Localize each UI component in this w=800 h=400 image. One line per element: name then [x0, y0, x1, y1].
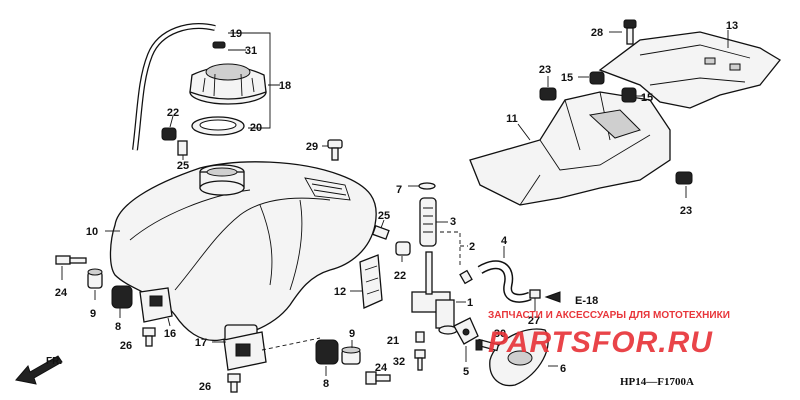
- callout-c17: 17: [195, 337, 207, 349]
- callout-c24b: 24: [375, 362, 388, 374]
- screw-30: [475, 338, 500, 352]
- bolt-26-lower: [227, 373, 241, 393]
- fuel-cap: [189, 63, 267, 105]
- hose-clip-upper: [459, 269, 473, 285]
- front-label: FR.: [46, 356, 62, 367]
- cushion-8-lower: [315, 339, 339, 365]
- callout-c3: 3: [450, 216, 456, 228]
- callout-c9b: 9: [349, 328, 355, 340]
- diagram-code: HP14—F1700A: [620, 376, 694, 388]
- callout-c21: 21: [387, 335, 399, 347]
- front-direction-arrow: [15, 355, 63, 385]
- callout-c22a: 22: [167, 107, 179, 119]
- hose-clip: [212, 41, 226, 49]
- fuel-tank: [109, 161, 377, 344]
- callout-c1: 1: [467, 297, 473, 309]
- bolt-28: [623, 19, 637, 45]
- callout-c12: 12: [334, 286, 346, 298]
- callout-c9a: 9: [90, 308, 96, 320]
- collar-9-left: [87, 268, 103, 289]
- fuel-strainer: [419, 197, 437, 247]
- reference-label: E-18: [575, 295, 598, 307]
- grommet-15-upper: [589, 71, 605, 85]
- cushion-22-top: [161, 127, 177, 141]
- callout-c19: 19: [230, 28, 242, 40]
- callout-c8b: 8: [323, 378, 329, 390]
- callout-c26b: 26: [199, 381, 211, 393]
- callout-c4: 4: [501, 235, 508, 247]
- bolt-32: [414, 349, 426, 359]
- fuel-valve: [411, 251, 458, 335]
- callout-c15a: 15: [561, 72, 573, 84]
- grommet-15-lower: [621, 87, 637, 103]
- callout-c16: 16: [164, 328, 176, 340]
- bolt-24-left: [55, 255, 87, 265]
- callout-c2: 2: [469, 241, 475, 253]
- mount-17: [223, 331, 267, 371]
- callout-c23b: 23: [680, 205, 692, 217]
- watermark-brand: PARTSFOR.RU: [488, 326, 713, 359]
- callout-c18: 18: [279, 80, 291, 92]
- cushion-22-right: [395, 241, 411, 256]
- callout-c30: 30: [494, 328, 506, 340]
- washer-7: [418, 182, 436, 190]
- breather-nipple: [327, 139, 343, 161]
- callout-c7: 7: [396, 184, 402, 196]
- valve-lever: [453, 317, 479, 345]
- bolt-26-left: [142, 327, 156, 347]
- callout-c20: 20: [250, 122, 262, 134]
- reference-arrow: [544, 291, 561, 303]
- bolt-25-right: [371, 225, 390, 240]
- collar-9-lower: [341, 346, 361, 365]
- callout-c32: 32: [393, 356, 405, 368]
- callout-c28: 28: [591, 27, 603, 39]
- bolt-24-lower: [365, 371, 391, 385]
- valve-plate: [489, 328, 549, 387]
- callout-c27: 27: [528, 315, 540, 327]
- cushion-8-left: [111, 285, 133, 309]
- callout-c15b: 15: [641, 92, 653, 104]
- callout-c26a: 26: [120, 340, 132, 352]
- watermark-subtitle: ЗАПЧАСТИ И АКСЕССУАРЫ ДЛЯ МОТОТЕХНИКИ: [488, 310, 730, 321]
- callout-c13: 13: [726, 20, 738, 32]
- callout-c8a: 8: [115, 321, 121, 333]
- cap-gasket: [191, 116, 245, 136]
- callout-c6: 6: [560, 363, 566, 375]
- callout-c25a: 25: [177, 160, 189, 172]
- callout-c23a: 23: [539, 64, 551, 76]
- callout-c31: 31: [245, 45, 257, 57]
- callout-c24a: 24: [55, 287, 68, 299]
- bolt-21: [415, 331, 425, 343]
- cushion-23-upper: [539, 87, 557, 101]
- cushion-23-lower: [675, 171, 693, 185]
- callout-c11: 11: [506, 113, 518, 125]
- callout-c5: 5: [463, 366, 469, 378]
- tank-bracket: [359, 254, 383, 309]
- upper-bracket-13: [598, 31, 781, 109]
- bolt-25-top: [177, 140, 188, 156]
- callout-c22b: 22: [394, 270, 406, 282]
- mount-16: [139, 287, 173, 323]
- callout-c29: 29: [306, 141, 318, 153]
- callout-c25b: 25: [378, 210, 390, 222]
- callout-c10: 10: [86, 226, 98, 238]
- heat-guard-11: [469, 91, 671, 206]
- hose-clip-lower: [529, 289, 541, 299]
